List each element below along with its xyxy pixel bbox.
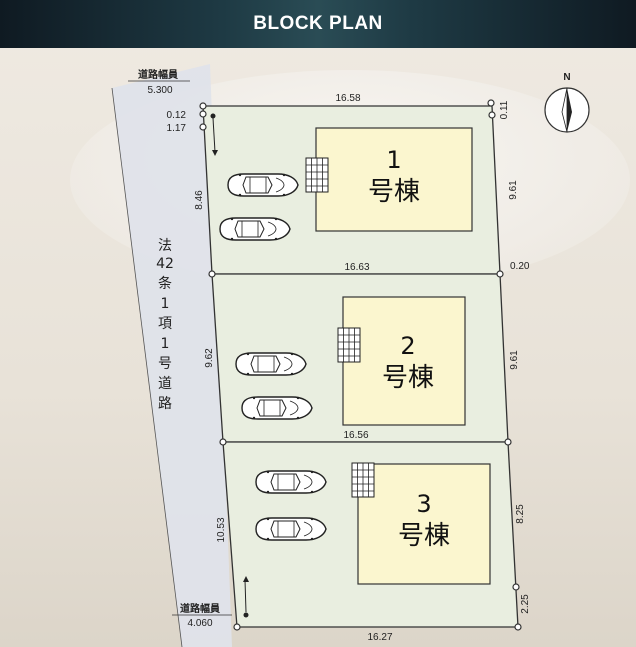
dim-top-right: 0.11 (499, 100, 510, 119)
dim-top-left-a: 0.12 (167, 110, 187, 121)
lot-1-number: 1 (386, 146, 401, 174)
house-1 (315, 127, 473, 232)
header-bar: BLOCK PLAN (0, 0, 636, 48)
dim-divider-2: 16.56 (343, 430, 368, 441)
stair-icon-3 (351, 462, 375, 498)
entrance-arrow-top (210, 113, 218, 156)
svg-text:道: 道 (158, 376, 172, 392)
road-type-label: 法 42 条 1 項 1 号 道 路 (156, 238, 174, 412)
svg-text:号: 号 (158, 356, 172, 372)
road-width-top-label: 道路幅員 (138, 68, 178, 81)
car-icon-2a (235, 352, 307, 376)
svg-text:条: 条 (158, 275, 172, 292)
dim-top: 16.58 (335, 93, 360, 104)
road (112, 64, 232, 647)
svg-text:1: 1 (161, 296, 170, 312)
svg-text:法: 法 (158, 238, 172, 254)
dim-lot1-right: 9.61 (508, 180, 519, 200)
dim-lot3-right-a: 8.25 (515, 504, 526, 524)
dim-lot2-left: 9.62 (204, 348, 215, 368)
car-icon-1b (219, 217, 291, 241)
svg-text:路: 路 (158, 396, 172, 412)
road-width-top-value: 5.300 (147, 85, 172, 96)
dim-divider-1-right: 0.20 (510, 261, 530, 272)
entrance-arrow-bottom (243, 576, 249, 618)
lot-3-label: 号棟 (398, 521, 450, 551)
lot-2-number: 2 (400, 332, 415, 360)
dim-divider-1: 16.63 (344, 262, 369, 273)
road-edge-left (111, 87, 183, 647)
road-width-bottom-value: 4.060 (187, 618, 212, 629)
corner-markers (199, 99, 522, 631)
dim-lot3-left: 10.53 (216, 517, 227, 542)
house-3 (357, 463, 491, 585)
house-2 (342, 296, 466, 426)
header-title: BLOCK PLAN (253, 13, 383, 34)
dim-lot3-right-b: 2.25 (520, 594, 531, 614)
stair-icon-2 (337, 327, 361, 363)
svg-text:項: 項 (158, 316, 172, 332)
car-icon-2b (241, 396, 313, 420)
car-icon-3a (255, 470, 327, 494)
svg-text:42: 42 (156, 256, 174, 272)
north-compass-icon: N (544, 72, 590, 133)
dim-lot2-right: 9.61 (509, 350, 520, 370)
compass-label: N (563, 72, 570, 83)
dim-lot1-left: 8.46 (194, 190, 205, 210)
dim-bottom: 16.27 (367, 632, 392, 643)
lot-1-label: 号棟 (368, 177, 420, 207)
svg-text:1: 1 (161, 336, 170, 352)
stair-icon-1 (305, 157, 329, 193)
dim-top-left-b: 1.17 (167, 123, 187, 134)
car-icon-3b (255, 517, 327, 541)
road-width-bottom-label: 道路幅員 (180, 602, 220, 615)
car-icon-1a (227, 173, 299, 197)
lot-2-label: 号棟 (382, 363, 434, 393)
lot-3-number: 3 (416, 490, 431, 518)
